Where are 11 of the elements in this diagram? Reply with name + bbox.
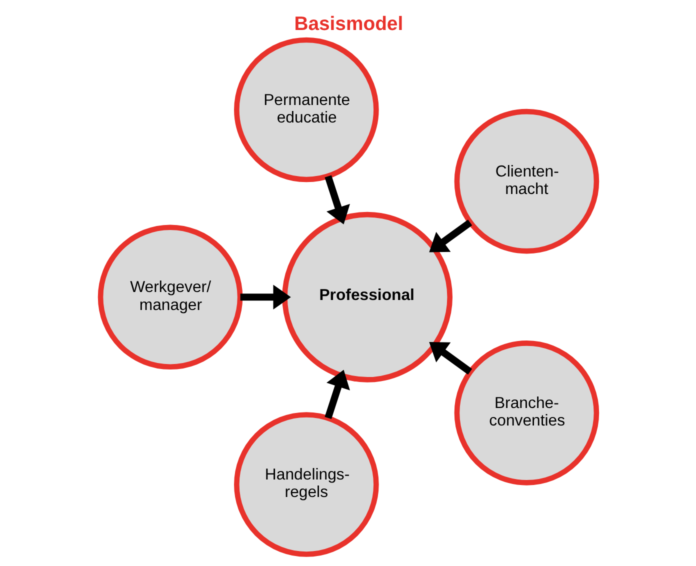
node-circle: Clienten- macht [454,108,599,254]
arrow [324,370,350,419]
arrow [324,175,350,224]
arrow [428,220,472,252]
node-circle: Werkgever/ manager [97,224,242,370]
node-circle: Handelings- regels [234,412,378,557]
node-circle: Branche- conventies [454,340,599,486]
arrow [240,284,290,310]
arrow [428,342,472,375]
node-circle: Permanente educatie [234,37,378,182]
diagram-title: Basismodel [294,12,403,35]
